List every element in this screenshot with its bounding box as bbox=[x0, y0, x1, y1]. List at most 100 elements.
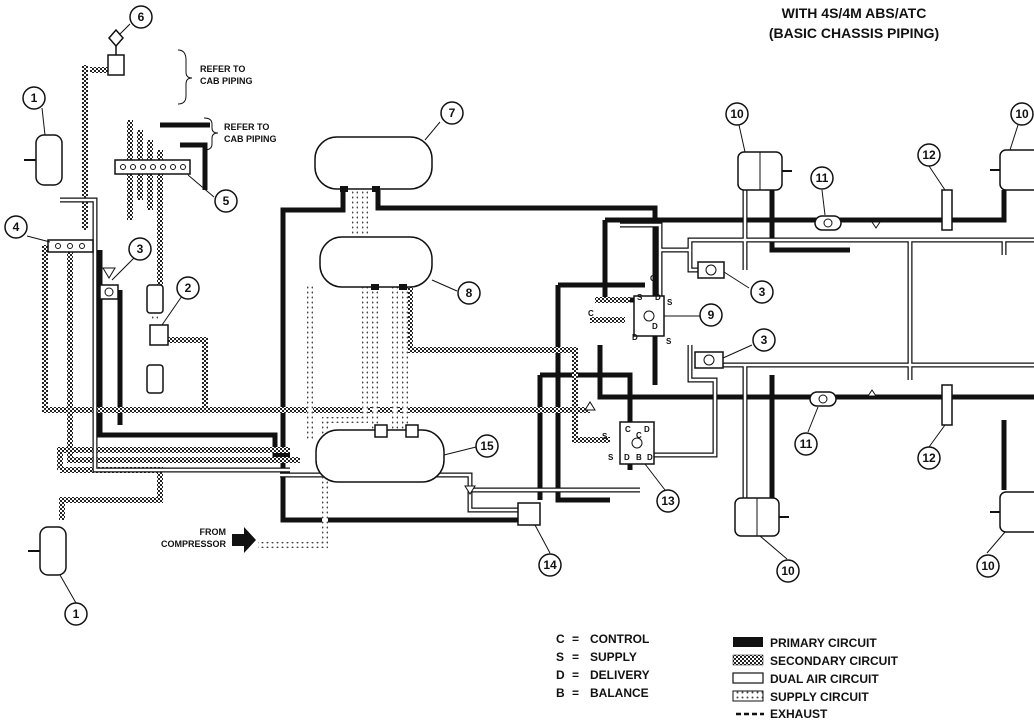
legend-label: EXHAUST bbox=[770, 707, 828, 721]
port-letter: S bbox=[602, 432, 608, 441]
port-letters-valve-13: S C C D D B D S bbox=[602, 425, 653, 462]
callout-number: 12 bbox=[922, 148, 936, 162]
legend-exhaust: EXHAUST bbox=[736, 707, 828, 721]
port-letter: D bbox=[644, 425, 650, 434]
legend-label: DUAL AIR CIRCUIT bbox=[770, 672, 879, 686]
callout-number: 3 bbox=[137, 242, 144, 256]
cab-piping-note-2: REFER TO CAB PIPING bbox=[224, 122, 277, 144]
callout-12-lower: 12 bbox=[917, 446, 941, 470]
from-compressor-note: FROM COMPRESSOR bbox=[161, 527, 227, 549]
port-letter: S bbox=[637, 293, 643, 302]
brake-chamber-10-lower-left bbox=[734, 497, 789, 537]
callout-number: 8 bbox=[466, 286, 473, 300]
callout-number: 2 bbox=[185, 281, 192, 295]
primary-circuit-lines bbox=[97, 122, 1034, 523]
legend-swatch-secondary bbox=[732, 654, 764, 666]
callout-1-bottom: 1 bbox=[64, 602, 88, 626]
callout-number: 6 bbox=[138, 10, 145, 24]
port-letter: S bbox=[608, 453, 614, 462]
leader-lines bbox=[26, 23, 1019, 604]
key-meaning: SUPPLY bbox=[590, 650, 637, 664]
callout-13: 13 bbox=[656, 489, 680, 513]
brake-chamber-1-top bbox=[24, 134, 63, 186]
callout-10-lower-left: 10 bbox=[776, 559, 800, 583]
valve-14 bbox=[517, 502, 541, 526]
legend-label: PRIMARY CIRCUIT bbox=[770, 636, 877, 650]
port-letter: D bbox=[647, 453, 653, 462]
note-line: REFER TO bbox=[200, 64, 245, 74]
port-letter: C bbox=[636, 431, 642, 440]
callout-number: 13 bbox=[661, 494, 675, 508]
header-line-2: (BASIC CHASSIS PIPING) bbox=[769, 25, 939, 41]
port-letter: D bbox=[655, 293, 661, 302]
brake-chamber-10-lower-right bbox=[990, 491, 1034, 533]
valve-3-lower bbox=[694, 351, 724, 369]
cab-piping-note-1: REFER TO CAB PIPING bbox=[200, 64, 253, 86]
supply-circuit-lines bbox=[152, 190, 408, 548]
manifold-5 bbox=[114, 159, 191, 175]
port-letters-valve-9: C S D S C D D S bbox=[588, 274, 673, 346]
callout-4: 4 bbox=[4, 215, 28, 239]
callout-3-upper: 3 bbox=[750, 280, 774, 304]
callout-number: 7 bbox=[449, 106, 456, 120]
port-letter: S bbox=[666, 337, 672, 346]
sensor-12-upper bbox=[941, 189, 953, 231]
legend-swatch-supply bbox=[732, 690, 764, 702]
valve-3-left bbox=[99, 267, 119, 300]
note-line: COMPRESSOR bbox=[161, 539, 227, 549]
port-letter: C bbox=[650, 274, 656, 283]
port-letter: D bbox=[632, 333, 638, 342]
callout-number: 3 bbox=[759, 285, 766, 299]
tank-7 bbox=[314, 136, 433, 192]
callout-number: 14 bbox=[543, 558, 557, 572]
note-line: CAB PIPING bbox=[200, 76, 253, 86]
callout-number: 15 bbox=[480, 439, 494, 453]
callout-12-upper: 12 bbox=[917, 143, 941, 167]
modulator-11-lower bbox=[809, 389, 877, 407]
legend-secondary: SECONDARY CIRCUIT bbox=[732, 654, 899, 668]
callout-8: 8 bbox=[457, 281, 481, 305]
legend-primary: PRIMARY CIRCUIT bbox=[733, 636, 877, 650]
callout-number: 10 bbox=[781, 564, 795, 578]
sensor-12-lower bbox=[941, 384, 953, 426]
key-eq: = bbox=[572, 668, 579, 682]
circuit-legend: PRIMARY CIRCUIT SECONDARY CIRCUIT DUAL A… bbox=[732, 636, 899, 721]
brake-chamber-1-bottom bbox=[28, 526, 67, 576]
key-meaning: DELIVERY bbox=[590, 668, 650, 682]
callout-number: 11 bbox=[800, 437, 813, 451]
callout-number: 1 bbox=[31, 91, 38, 105]
port-letter: B bbox=[636, 453, 642, 462]
port-letter: S bbox=[667, 298, 673, 307]
legend-dual: DUAL AIR CIRCUIT bbox=[732, 672, 879, 686]
modulator-11-upper bbox=[814, 215, 881, 231]
callout-1-top: 1 bbox=[22, 86, 46, 110]
note-line: FROM bbox=[200, 527, 227, 537]
legend-label: SECONDARY CIRCUIT bbox=[770, 654, 899, 668]
legend-label: SUPPLY CIRCUIT bbox=[770, 690, 869, 704]
callout-number: 4 bbox=[13, 220, 20, 234]
callout-10-upper-right: 10 bbox=[1010, 102, 1034, 126]
callout-number: 10 bbox=[981, 559, 995, 573]
callout-number: 3 bbox=[761, 333, 768, 347]
callout-number: 10 bbox=[730, 107, 744, 121]
port-letter: C bbox=[588, 309, 594, 318]
callout-number: 11 bbox=[816, 171, 829, 185]
callout-10-upper-left: 10 bbox=[725, 102, 749, 126]
callout-11-upper: 11 bbox=[810, 166, 834, 190]
relay-valve-9 bbox=[633, 295, 665, 337]
note-line: CAB PIPING bbox=[224, 134, 277, 144]
callout-number: 10 bbox=[1015, 107, 1029, 121]
callout-number: 12 bbox=[922, 451, 936, 465]
note-line: REFER TO bbox=[224, 122, 269, 132]
callout-9: 9 bbox=[699, 303, 723, 327]
brake-chamber-10-upper-right bbox=[990, 149, 1034, 191]
brake-chamber-10-upper-left bbox=[737, 151, 792, 191]
tank-8 bbox=[319, 236, 433, 290]
secondary-circuit-lines bbox=[42, 65, 630, 520]
callout-10-lower-right: 10 bbox=[976, 554, 1000, 578]
port-letter: D bbox=[652, 322, 658, 331]
relay-valve-13 bbox=[619, 421, 655, 465]
valve-6 bbox=[107, 28, 125, 76]
callout-7: 7 bbox=[440, 101, 464, 125]
